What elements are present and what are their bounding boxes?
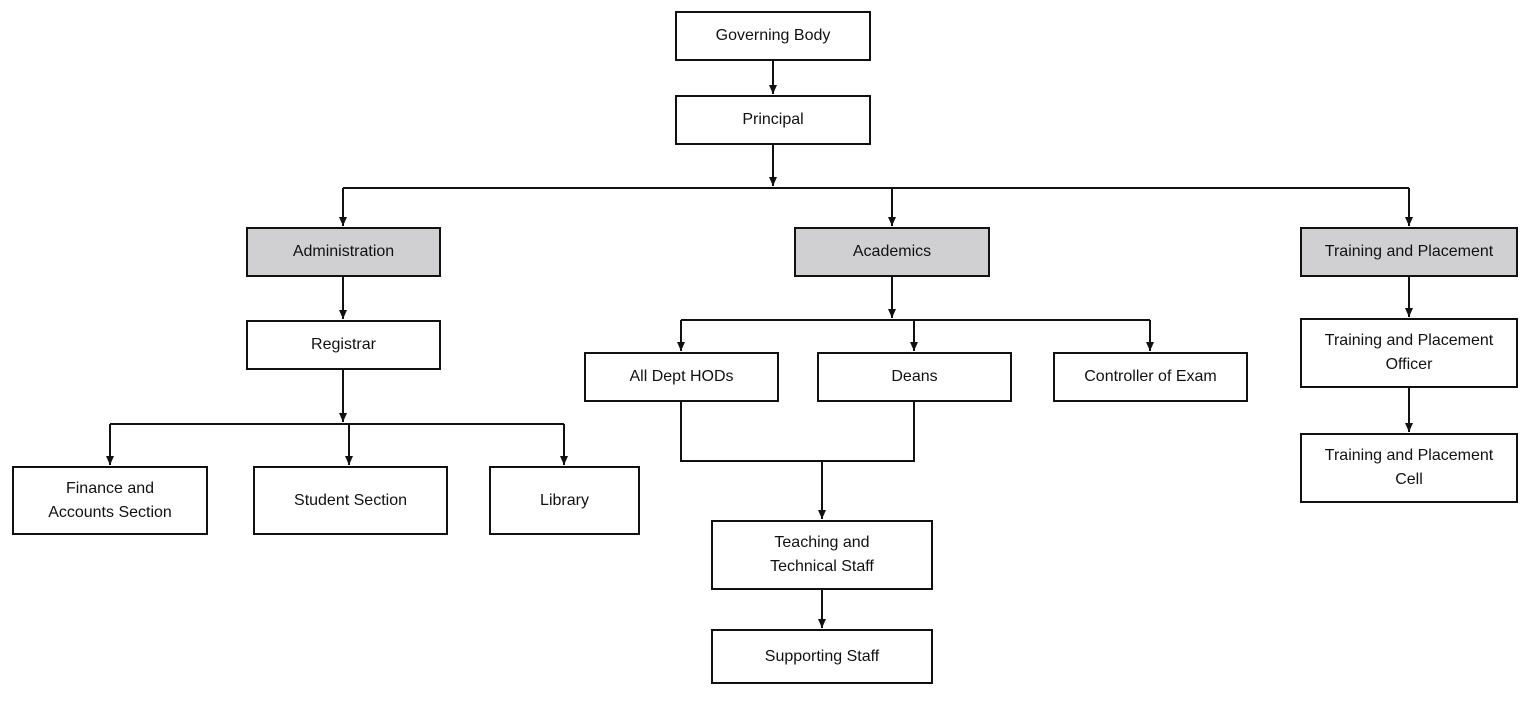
node-governing-body: Governing Body xyxy=(675,11,871,61)
node-all-dept-hods: All Dept HODs xyxy=(584,352,779,402)
node-administration: Administration xyxy=(246,227,441,277)
node-supporting-staff-label: Supporting Staff xyxy=(764,647,880,665)
node-training-placement: Training and Placement xyxy=(1300,227,1518,277)
node-tp-cell-label: Training and Placement Cell xyxy=(1324,447,1494,488)
node-academics-label: Academics xyxy=(852,243,932,260)
node-student-section-label: Student Section xyxy=(294,491,407,509)
node-library: Library xyxy=(489,466,640,535)
node-registrar: Registrar xyxy=(246,320,441,370)
node-all-dept-hods-label: All Dept HODs xyxy=(629,368,734,385)
node-library-label: Library xyxy=(540,491,589,509)
node-principal-label: Principal xyxy=(742,111,804,128)
node-finance-accounts: Finance and Accounts Section xyxy=(12,466,208,535)
node-deans-label: Deans xyxy=(891,368,938,385)
node-administration-label: Administration xyxy=(292,243,395,260)
edge-hods-deans-merge xyxy=(680,402,915,462)
node-deans: Deans xyxy=(817,352,1012,402)
node-tp-officer: Training and Placement Officer xyxy=(1300,318,1518,388)
node-tp-officer-label: Training and Placement Officer xyxy=(1324,332,1494,373)
node-teaching-technical: Teaching and Technical Staff xyxy=(711,520,933,590)
node-student-section: Student Section xyxy=(253,466,448,535)
node-training-placement-label: Training and Placement xyxy=(1324,243,1494,260)
node-academics: Academics xyxy=(794,227,990,277)
node-supporting-staff: Supporting Staff xyxy=(711,629,933,684)
node-tp-cell: Training and Placement Cell xyxy=(1300,433,1518,503)
node-finance-accounts-label: Finance and Accounts Section xyxy=(48,479,172,521)
node-controller-exam-label: Controller of Exam xyxy=(1084,368,1217,385)
node-principal: Principal xyxy=(675,95,871,145)
node-registrar-label: Registrar xyxy=(311,336,376,353)
node-controller-exam: Controller of Exam xyxy=(1053,352,1248,402)
node-governing-body-label: Governing Body xyxy=(715,27,831,44)
node-teaching-technical-label: Teaching and Technical Staff xyxy=(770,534,874,575)
